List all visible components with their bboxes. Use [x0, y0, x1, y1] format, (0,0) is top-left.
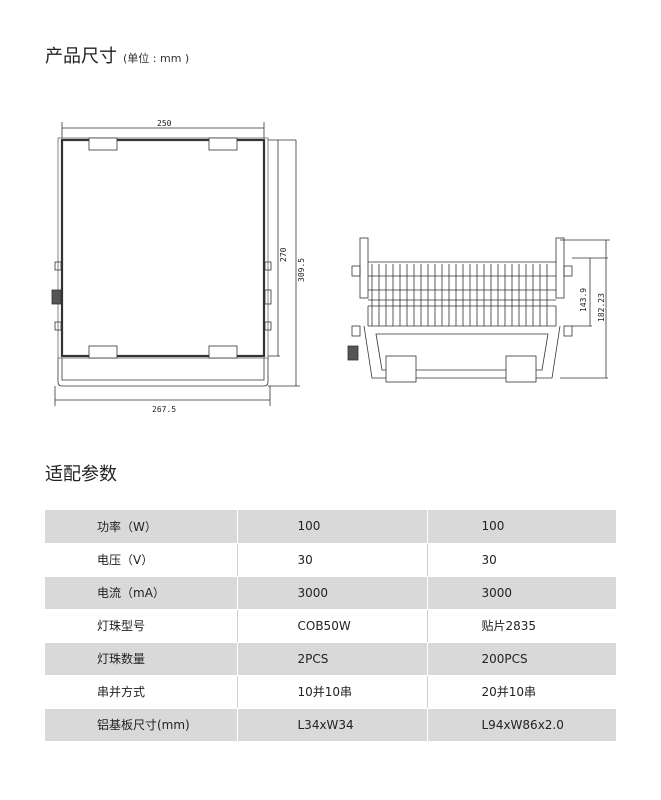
row-label: 电压（V）: [45, 543, 237, 577]
dim-width-bottom: 267.5: [152, 405, 176, 414]
row-value-1: 100: [236, 510, 427, 544]
dimension-drawings: 250 267.5 270 309.5 143.9 182.23: [51, 119, 610, 414]
row-label: 串并方式: [45, 675, 237, 709]
row-value-1: 3000: [236, 576, 427, 610]
front-view-drawing: [51, 122, 300, 406]
side-view-fins: [371, 264, 548, 326]
row-value-2: 200PCS: [426, 642, 616, 676]
dim-height-outer: 309.5: [297, 258, 306, 282]
params-title: 适配参数: [45, 464, 117, 485]
row-value-1: 2PCS: [236, 642, 427, 676]
dim-width-top: 250: [157, 119, 172, 128]
unit-note: (单位 : mm ): [123, 52, 190, 65]
row-value-2: 30: [426, 543, 616, 577]
dimensions-heading: 产品尺寸 (单位 : mm ): [45, 42, 189, 68]
row-value-1: COB50W: [236, 609, 427, 643]
row-value-1: 30: [236, 543, 427, 577]
dim-side-height-inner: 143.9: [579, 288, 588, 312]
row-label: 功率（W）: [45, 510, 237, 544]
row-label: 电流（mA）: [45, 576, 237, 610]
dim-side-height-outer: 182.23: [597, 293, 606, 322]
row-value-2: 100: [426, 510, 616, 544]
side-view-drawing: [347, 237, 610, 383]
row-label: 铝基板尺寸(mm): [45, 708, 237, 742]
row-value-2: 贴片2835: [426, 609, 616, 643]
row-value-2: L94xW86x2.0: [426, 708, 616, 742]
row-label: 灯珠数量: [45, 642, 237, 676]
row-value-1: L34xW34: [236, 708, 427, 742]
dim-height-inner: 270: [279, 247, 288, 262]
dimensions-title: 产品尺寸: [45, 46, 117, 67]
row-label: 灯珠型号: [45, 609, 237, 643]
row-value-1: 10并10串: [236, 675, 427, 709]
row-value-2: 3000: [426, 576, 616, 610]
row-value-2: 20并10串: [426, 675, 616, 709]
